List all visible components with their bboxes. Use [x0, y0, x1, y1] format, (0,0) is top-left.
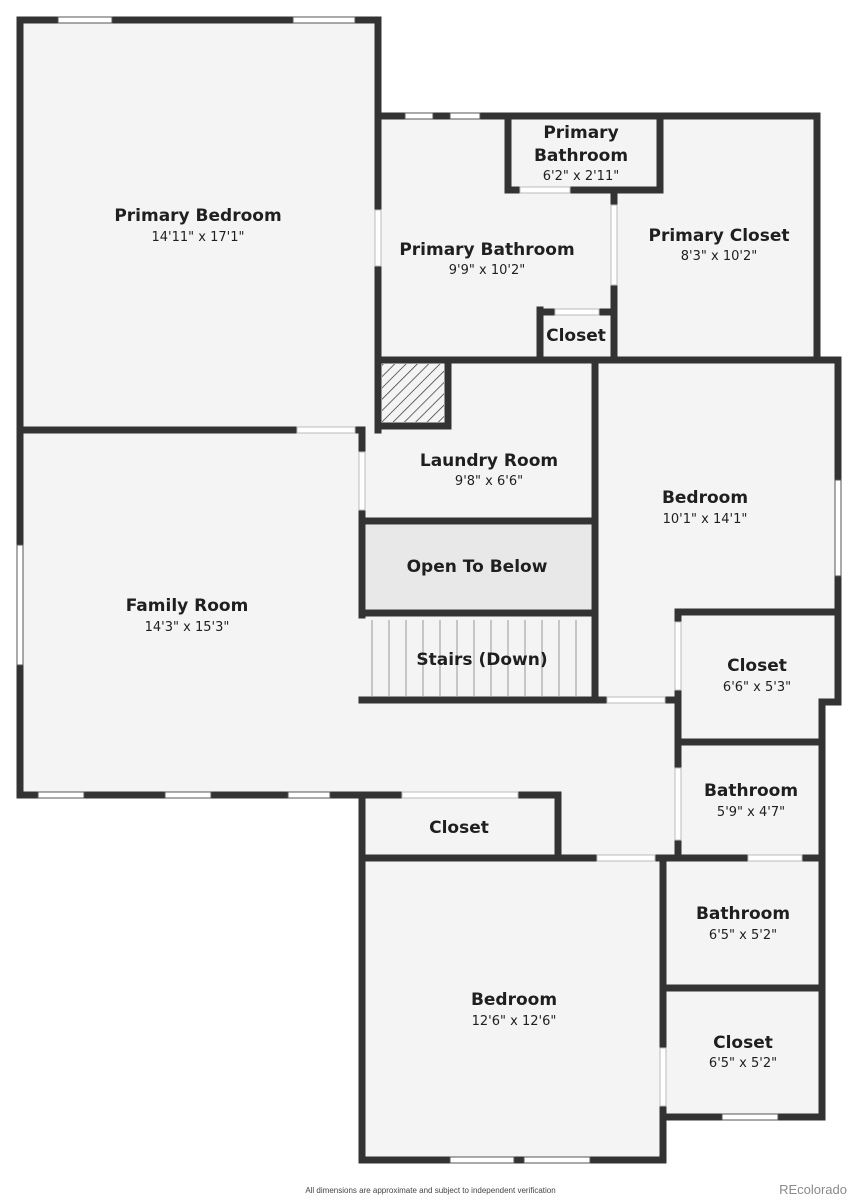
wall-primary-bath-small [504, 112, 664, 194]
window [16, 544, 24, 666]
exterior-wall [16, 16, 842, 1164]
primary-bathroom-name: Primary Bathroom [399, 240, 574, 260]
doorway [296, 426, 356, 434]
family-room-name: Family Room [126, 596, 249, 616]
closet-south-dims: 6'5" x 5'2" [709, 1056, 777, 1071]
primary-bath-small-dims: 6'2" x 2'11" [543, 169, 619, 184]
family-room-dims: 14'3" x 15'3" [145, 620, 230, 635]
hall-closet-name: Closet [429, 818, 489, 838]
bedroom-east-name: Bedroom [662, 488, 748, 508]
doorway [659, 1047, 667, 1107]
closet-east-name: Closet [727, 656, 787, 676]
window [57, 16, 113, 24]
brand-watermark: REcolorado [779, 1182, 847, 1197]
open-to-below-name: Open To Below [407, 557, 548, 577]
closet-south-name: Closet [713, 1033, 773, 1053]
chase-hatch [382, 364, 444, 422]
window [449, 112, 481, 120]
doorway [747, 854, 803, 862]
room-labels: Primary Bedroom 14'11" x 17'1" Primary B… [114, 123, 798, 1071]
primary-bathroom-dims: 9'9" x 10'2" [449, 263, 525, 278]
window [164, 791, 212, 799]
disclaimer-text: All dimensions are approximate and subje… [305, 1186, 556, 1195]
doorway [519, 186, 571, 194]
doorway [610, 204, 618, 286]
window [292, 16, 356, 24]
primary-bath-small-name-2: Bathroom [534, 146, 628, 166]
primary-closet-dims: 8'3" x 10'2" [681, 249, 757, 264]
doorway [606, 696, 666, 704]
doorway [358, 451, 366, 511]
laundry-room-dims: 9'8" x 6'6" [455, 474, 523, 489]
window [404, 112, 434, 120]
bathroom-lower-name: Bathroom [696, 904, 790, 924]
doorway [596, 854, 656, 862]
primary-bedroom-dims: 14'11" x 17'1" [152, 230, 245, 245]
bedroom-south-name: Bedroom [471, 990, 557, 1010]
window [834, 479, 842, 577]
doorway [674, 767, 682, 841]
window [721, 1113, 779, 1121]
primary-bedroom-name: Primary Bedroom [114, 206, 281, 226]
bathroom-upper-dims: 5'9" x 4'7" [717, 805, 785, 820]
doorway [674, 621, 682, 691]
window [449, 1156, 515, 1164]
laundry-room-name: Laundry Room [420, 451, 558, 471]
doorway [374, 209, 382, 267]
doorway [554, 308, 600, 316]
bathroom-lower-dims: 6'5" x 5'2" [709, 928, 777, 943]
primary-closet-name: Primary Closet [649, 226, 790, 246]
doorways [296, 186, 803, 1107]
window [287, 791, 331, 799]
bedroom-east-dims: 10'1" x 14'1" [663, 512, 748, 527]
windows [16, 16, 842, 1164]
window [37, 791, 85, 799]
wall-chase [374, 356, 452, 430]
closet-east-dims: 6'6" x 5'3" [723, 680, 791, 695]
bathroom-upper-name: Bathroom [704, 781, 798, 801]
walls [16, 16, 842, 1164]
stairs-treads [371, 620, 577, 696]
window [523, 1156, 591, 1164]
stairs-name: Stairs (Down) [416, 650, 547, 670]
bedroom-south-dims: 12'6" x 12'6" [472, 1014, 557, 1029]
open-to-below-area [366, 525, 591, 609]
primary-bath-closet-name: Closet [546, 326, 606, 346]
doorway [401, 791, 519, 799]
primary-bath-small-name-1: Primary [543, 123, 618, 143]
